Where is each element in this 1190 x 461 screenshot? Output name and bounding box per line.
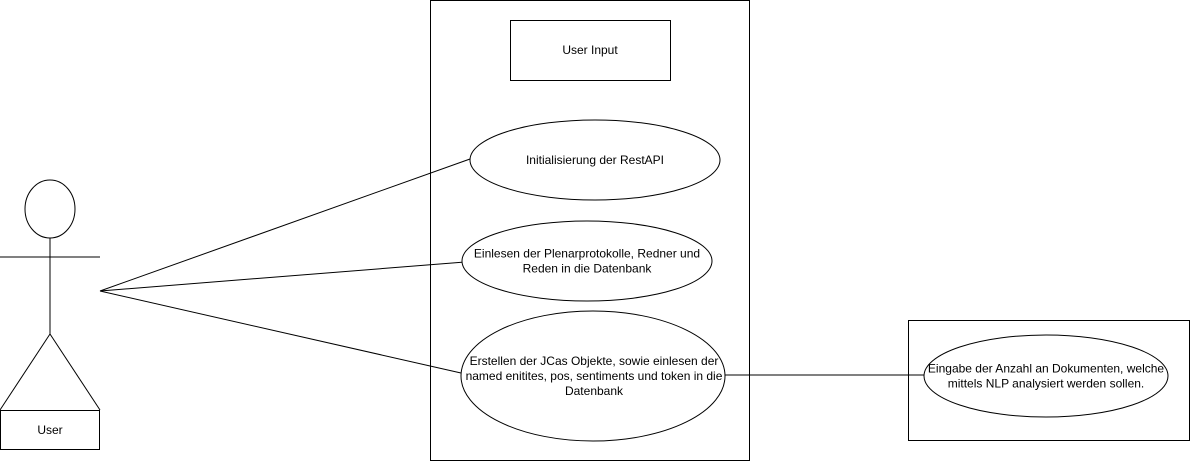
system-title: User Input (562, 43, 618, 57)
label-line: mittels NLP analysiert werden sollen. (948, 377, 1145, 391)
association-user-load (99, 261, 466, 292)
label-line: Eingabe der Anzahl an Dokumenten, welche (928, 362, 1164, 376)
user-actor (0, 179, 101, 411)
system-title-box (510, 20, 671, 81)
use-case-document-input-label: Eingabe der Anzahl an Dokumenten, welche… (928, 362, 1164, 391)
association-user-init (99, 158, 471, 292)
actor-label-box (0, 410, 100, 450)
association-user-jcas (99, 290, 462, 374)
label-line: named enitites, pos, sentiments und toke… (466, 369, 723, 383)
label-line: Reden in die Datenbank (523, 262, 653, 276)
label-line: Einlesen der Plenarprotokolle, Redner un… (474, 247, 700, 261)
label-line: Datenbank (565, 384, 624, 398)
actor-leg-left (0, 333, 51, 411)
use-case-create-jcas-label: Erstellen der JCas Objekte, sowie einles… (466, 354, 723, 398)
actor-label: User (37, 423, 62, 437)
use-case-init-restapi-label: Initialisierung der RestAPI (526, 153, 664, 167)
use-case-init-restapi (469, 119, 721, 201)
use-case-load-protocols (461, 220, 713, 302)
label-line: Erstellen der JCas Objekte, sowie einles… (470, 354, 719, 368)
label-line: Initialisierung der RestAPI (526, 153, 664, 167)
use-case-create-jcas (460, 310, 726, 442)
use-case-load-protocols-label: Einlesen der Plenarprotokolle, Redner un… (474, 247, 700, 276)
actor-leg-right (49, 333, 101, 411)
actor-head (24, 179, 76, 239)
use-case-document-input (923, 334, 1169, 418)
